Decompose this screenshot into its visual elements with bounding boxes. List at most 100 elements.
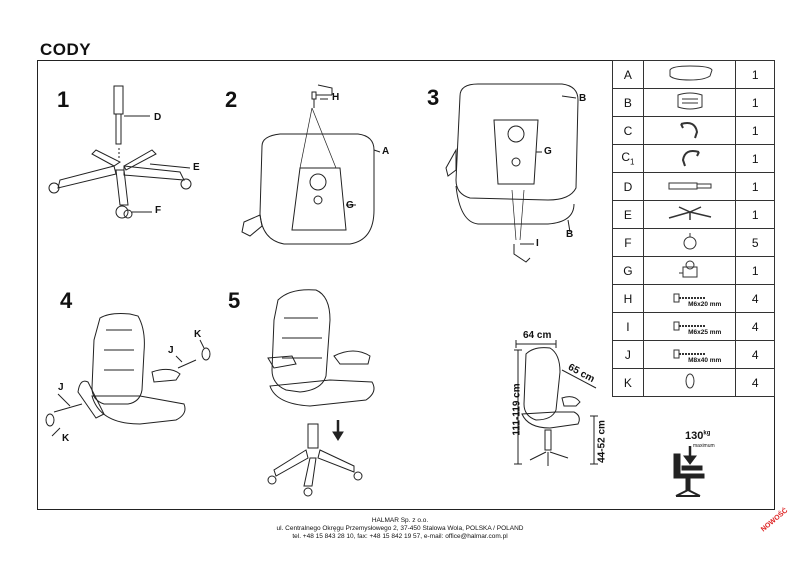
part-quantity: 5 (735, 228, 775, 257)
dimension-width: 64 cm (523, 330, 552, 341)
part-illustration (642, 116, 737, 145)
page-title: CODY (40, 40, 92, 59)
part-quantity: 1 (735, 144, 775, 173)
armrest-left-icon (675, 150, 705, 171)
capacity-sublabel: maximum (693, 443, 715, 449)
part-key: A (612, 60, 644, 89)
hex-key (317, 84, 333, 95)
label-J: J (168, 345, 174, 356)
part-illustration (642, 172, 737, 201)
capacity-value: 130kg (685, 430, 711, 442)
step-2-number: 2 (225, 87, 238, 112)
gas-lift-cylinder (113, 85, 124, 115)
gas-lift-icon (667, 180, 713, 194)
part-key: H (612, 284, 644, 313)
label-I: I (536, 238, 539, 249)
label-K: K (62, 433, 70, 444)
part-key: C (612, 116, 644, 145)
bolt-size: M6x25 mm (688, 329, 722, 336)
step-3-drawing (445, 83, 579, 263)
parts-row: H M6x20 mm 4 (612, 284, 775, 313)
step-4-number: 4 (60, 288, 73, 313)
part-illustration (642, 200, 737, 229)
part-key: I (612, 312, 644, 341)
part-illustration (642, 88, 737, 117)
part-quantity: 1 (735, 116, 775, 145)
chair-back (91, 313, 145, 405)
part-illustration (642, 228, 737, 257)
parts-row: I M6x25 mm 4 (612, 312, 775, 341)
part-key: E (612, 200, 644, 229)
part-illustration: M6x25 mm (642, 312, 737, 341)
label-B: B (579, 93, 587, 104)
part-key: C1 (612, 144, 644, 173)
part-quantity: 1 (735, 200, 775, 229)
bolt-icon (672, 348, 708, 362)
label-G: G (544, 146, 552, 157)
footer-address: ul. Centralnego Okręgu Przemysłowego 2, … (276, 525, 524, 532)
step-4-drawing (45, 313, 211, 437)
right-armrest (151, 368, 181, 383)
part-key: B (612, 88, 644, 117)
part-quantity: 1 (735, 88, 775, 117)
bolt-icon (672, 320, 708, 334)
assembled-back (271, 289, 331, 393)
step-3-number: 3 (427, 85, 440, 110)
label-F: F (155, 205, 162, 216)
mechanism-plate (493, 119, 539, 185)
part-quantity: 4 (735, 340, 775, 369)
footer-company: HALMAR Sp. z o.o. (371, 517, 429, 524)
cap-icon (683, 373, 697, 393)
step-1-number: 1 (57, 87, 70, 112)
seat-outline (259, 133, 375, 245)
part-key: G (612, 256, 644, 285)
step-5-number: 5 (228, 288, 241, 313)
label-K: K (194, 329, 202, 340)
label-H: H (332, 92, 340, 103)
parts-row: C1 1 (612, 144, 775, 173)
step-1-drawing (48, 85, 192, 219)
dimension-height: 111-119 cm (511, 383, 523, 436)
part-quantity: 1 (735, 172, 775, 201)
part-quantity: 4 (735, 284, 775, 313)
label-E: E (193, 162, 200, 173)
label-G: G (346, 200, 354, 211)
part-key: K (612, 368, 644, 397)
part-key: D (612, 172, 644, 201)
seat-icon (664, 65, 716, 85)
label-B: B (566, 229, 574, 240)
part-quantity: 4 (735, 368, 775, 397)
caster-icon (680, 233, 700, 254)
part-key: F (612, 228, 644, 257)
part-key: J (612, 340, 644, 369)
part-quantity: 1 (735, 256, 775, 285)
part-illustration (642, 256, 737, 285)
part-illustration (642, 368, 737, 397)
armrest-right-icon (675, 122, 705, 143)
label-A: A (382, 146, 390, 157)
dimension-drawing (514, 340, 598, 466)
star-base-icon (665, 206, 715, 225)
left-armrest (77, 380, 105, 419)
part-illustration: M8x40 mm (642, 340, 737, 369)
mechanism-plate (291, 167, 347, 231)
bolt-size: M6x20 mm (688, 301, 722, 308)
dimension-seat-height: 44-52 cm (596, 420, 608, 463)
step-5-drawing (267, 289, 375, 497)
footer-contact: tel. +48 15 843 28 10, fax: +48 15 842 1… (292, 533, 508, 540)
backrest-icon (670, 92, 710, 114)
part-illustration (642, 144, 737, 173)
part-quantity: 4 (735, 312, 775, 341)
part-illustration: M6x20 mm (642, 284, 737, 313)
mechanism-icon (677, 260, 703, 282)
